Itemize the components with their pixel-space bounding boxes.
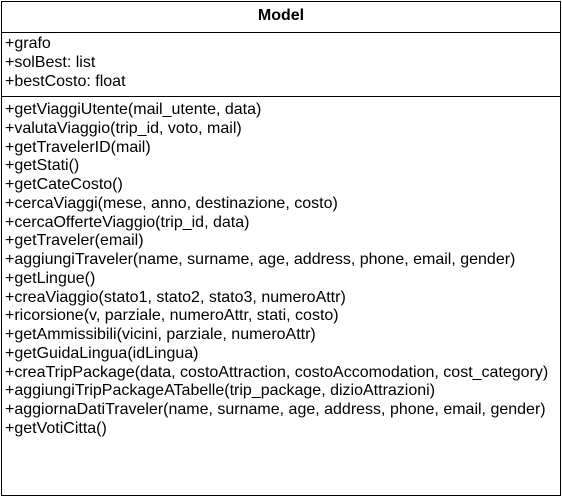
method-getViaggiUtente: +getViaggiUtente(mail_utente, data) (5, 101, 262, 118)
method-getTraveler: +getTraveler(email) (5, 232, 144, 250)
attribute-bestCosto: +bestCosto: float (5, 72, 126, 90)
method-valutaViaggio: +valutaViaggio(trip_id, voto, mail) (5, 119, 242, 137)
method-cercaOfferteViaggio: +cercaOfferteViaggio(trip_id, data) (5, 213, 250, 231)
method-getLingue: +getLingue() (5, 269, 96, 287)
attribute-grafo: +grafo (5, 35, 51, 52)
method-creaViaggio: +creaViaggio(stato1, stato2, stato3, num… (5, 288, 346, 306)
method-aggiornaDatiTraveler: +aggiornaDatiTraveler(name, surname, age… (5, 401, 546, 418)
attribute-solBest: +solBest: list (5, 53, 96, 71)
class-name: Model (2, 2, 560, 33)
class-attributes-section: +grafo +solBest: list +bestCosto: float (2, 33, 560, 97)
method-creaTripPackage: +creaTripPackage(data, costoAttraction, … (5, 363, 549, 381)
method-ricorsione: +ricorsione(v, parziale, numeroAttr, sta… (5, 307, 339, 325)
class-methods-section: +getViaggiUtente(mail_utente, data) +val… (2, 98, 560, 495)
method-getVotiCitta: +getVotiCitta() (5, 419, 107, 437)
method-cercaViaggi: +cercaViaggi(mese, anno, destinazione, c… (5, 194, 338, 212)
method-aggiungiTripPackageATabelle: +aggiungiTripPackageATabelle(trip_packag… (5, 382, 436, 400)
method-getStati: +getStati() (5, 157, 80, 175)
method-getGuidaLingua: +getGuidaLingua(idLingua) (5, 344, 199, 362)
method-getAmmissibili: +getAmmissibili(vicini, parziale, numero… (5, 326, 316, 343)
method-getTravelerID: +getTravelerID(mail) (5, 138, 151, 156)
method-getCateCosto: +getCateCosto() (5, 176, 123, 193)
method-aggiungiTraveler: +aggiungiTraveler(name, surname, age, ad… (5, 251, 516, 268)
